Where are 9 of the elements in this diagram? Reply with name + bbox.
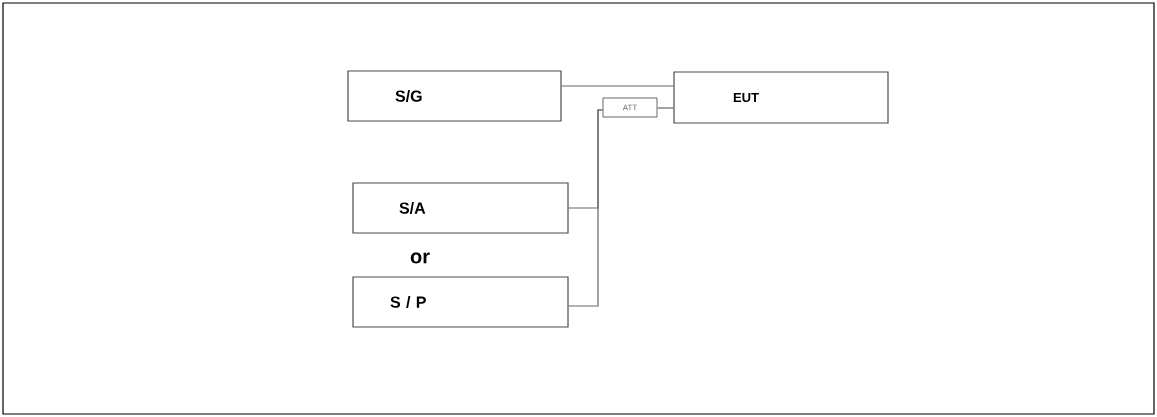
device-box: S / P — [352, 276, 569, 328]
attenuator-box: ATT — [602, 97, 658, 118]
device-box: S/A — [352, 182, 569, 234]
device-box: S/G — [347, 70, 562, 122]
label-text: or — [410, 252, 430, 264]
connector-line — [561, 85, 674, 87]
connector-line — [568, 109, 604, 307]
device-box: EUT — [673, 71, 889, 124]
connector-line — [656, 107, 674, 109]
